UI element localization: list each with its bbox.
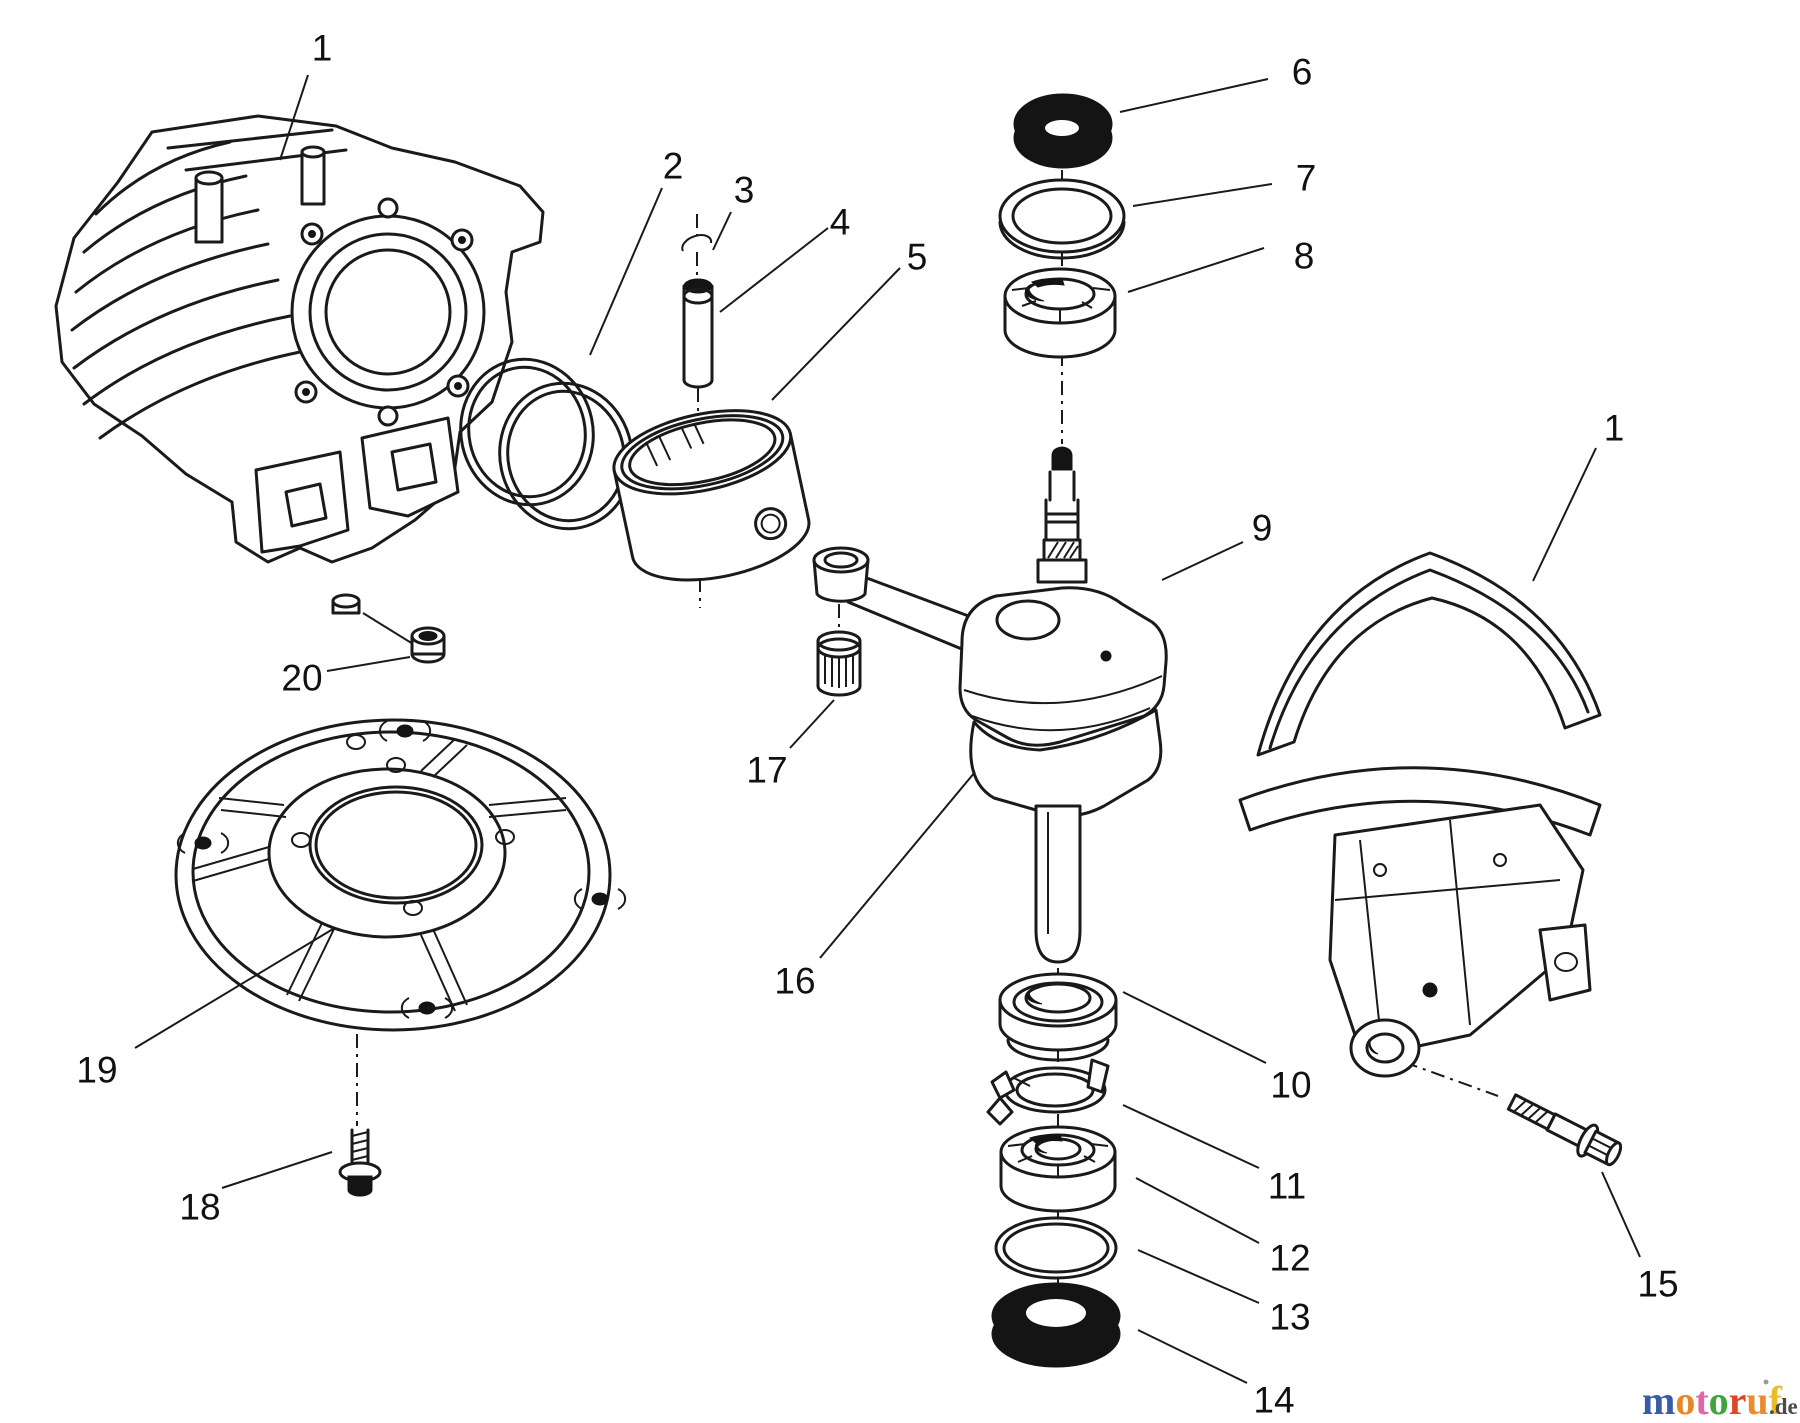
leader-line-14 [1137, 1329, 1248, 1384]
part-number-11: 11 [1268, 1166, 1306, 1207]
leader-line-18 [221, 1151, 333, 1189]
mounting-brackets [254, 416, 460, 554]
part-number-3: 3 [734, 170, 755, 211]
leader-line-10 [1122, 991, 1267, 1064]
wrist-pin [682, 278, 714, 389]
part-number-2: 2 [663, 146, 684, 187]
leader-line-19 [134, 928, 334, 1049]
threaded-tip [1051, 446, 1073, 471]
leader-line-6 [1119, 78, 1269, 113]
lower-oil-seal [991, 1282, 1121, 1368]
cover-plate [174, 718, 627, 1032]
leader-line-20 [326, 656, 411, 672]
ring-gap-slots [644, 422, 705, 467]
leader-line-8 [1127, 247, 1265, 293]
crankshaft [958, 446, 1168, 964]
part-number-16: 16 [774, 961, 815, 1002]
part-number-12: 12 [1269, 1238, 1310, 1279]
part-number-6: 6 [1292, 52, 1313, 93]
assembly-axis-lines [356, 170, 1499, 1288]
leader-line-9 [1161, 541, 1244, 581]
bushing-small [331, 593, 446, 664]
needle-bearing-cage [816, 630, 862, 697]
lower-bearing-race [998, 972, 1118, 1062]
plate-ribs [192, 738, 567, 1012]
leader-line-2 [589, 187, 663, 356]
plate-holes [291, 734, 515, 916]
logo-trademark-dot [1763, 1379, 1769, 1385]
part-number-20: 20 [281, 658, 322, 699]
leader-line-13 [1137, 1249, 1260, 1304]
logo-wordmark: motoruf [1642, 1378, 1783, 1423]
logo-suffix: .de [1769, 1394, 1798, 1419]
part-number-19: 19 [76, 1050, 117, 1091]
part-number-18: 18 [179, 1187, 220, 1228]
leader-line-11 [1122, 1104, 1260, 1169]
motoruf-logo: motoruf .de [1642, 1378, 1798, 1423]
flange-bolt [1506, 1093, 1623, 1167]
part-number-8: 8 [1294, 236, 1315, 277]
part-number-9: 9 [1252, 508, 1273, 549]
leader-line-1b [1532, 447, 1597, 582]
part-number-10: 10 [1270, 1065, 1311, 1106]
head-studs [194, 145, 326, 244]
pin-bore [754, 507, 788, 541]
lower-o-ring [994, 1216, 1118, 1280]
plate-rim-fasteners [176, 720, 627, 1019]
leader-line-15 [1601, 1171, 1641, 1258]
leader-line-4 [719, 227, 829, 313]
crankcase-half-housing [1238, 551, 1602, 1078]
part-number-13: 13 [1269, 1297, 1310, 1338]
part-number-1b: 1 [1604, 408, 1625, 449]
part-number-17: 17 [746, 750, 787, 791]
upper-ball-bearing [1003, 267, 1117, 359]
lower-ball-bearing [999, 1125, 1117, 1213]
leader-line-3 [712, 211, 732, 251]
part-number-5: 5 [907, 237, 928, 278]
part-number-4: 4 [830, 202, 851, 243]
bearing-seat-knurl [1042, 538, 1082, 562]
leader-line-5 [771, 267, 901, 401]
wrist-pin-circlip [681, 234, 713, 252]
cylinder-crankcase-assembly [54, 114, 545, 564]
piston [612, 409, 811, 582]
part-number-14: 14 [1253, 1380, 1294, 1421]
crankcase-bore [290, 197, 486, 427]
retainer-clamp-ring [986, 1058, 1110, 1126]
upper-seal [1013, 93, 1113, 169]
piston-rings [459, 357, 634, 531]
leader-line-16 [819, 771, 976, 959]
plate-screw [338, 1128, 382, 1197]
rod-journal-bore [995, 599, 1061, 641]
leader-line-1a [279, 74, 309, 161]
part-number-1a: 1 [312, 28, 333, 69]
leader-line-7 [1132, 183, 1273, 207]
upper-o-ring [998, 178, 1126, 260]
leader-line-12 [1135, 1177, 1260, 1244]
leader-line-17 [789, 699, 835, 749]
bolt-boss [1349, 1018, 1421, 1078]
part-number-15: 15 [1637, 1264, 1678, 1305]
part-number-7: 7 [1296, 158, 1317, 199]
cooling-fins [70, 128, 348, 440]
